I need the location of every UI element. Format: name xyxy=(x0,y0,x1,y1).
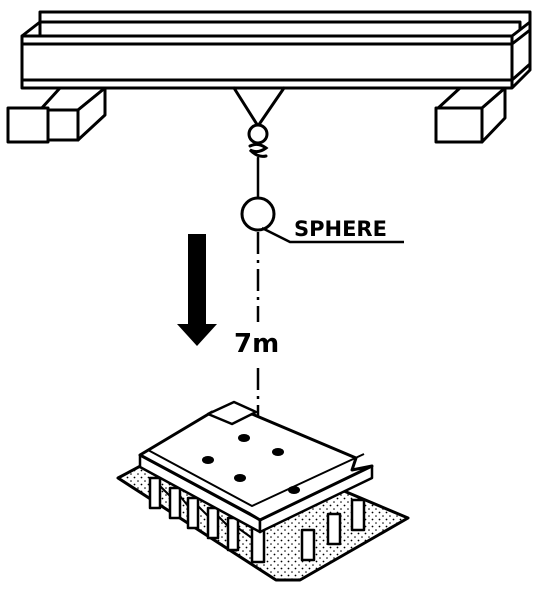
left-support-block xyxy=(6,86,107,144)
column-bracing xyxy=(159,485,253,539)
hook-shackle xyxy=(248,142,269,158)
drop-height-label: 7m xyxy=(234,329,279,359)
overhead-gantry xyxy=(6,10,532,144)
hook-icon xyxy=(247,123,269,145)
right-support-block xyxy=(434,86,507,144)
support-columns xyxy=(148,476,366,564)
target-slab xyxy=(116,400,410,582)
sphere-group: SPHERE xyxy=(240,196,404,244)
slab-edge-return xyxy=(147,449,365,507)
arrow-down-icon xyxy=(177,234,217,346)
hoist-assembly xyxy=(232,86,286,200)
anchor-holes xyxy=(202,434,300,494)
circle-icon xyxy=(240,196,276,232)
front-beam xyxy=(20,20,532,90)
sphere-leader-line xyxy=(261,226,404,244)
sphere-label: SPHERE xyxy=(294,217,387,241)
slab-corner-block xyxy=(206,400,258,426)
sling-cables xyxy=(232,86,286,129)
